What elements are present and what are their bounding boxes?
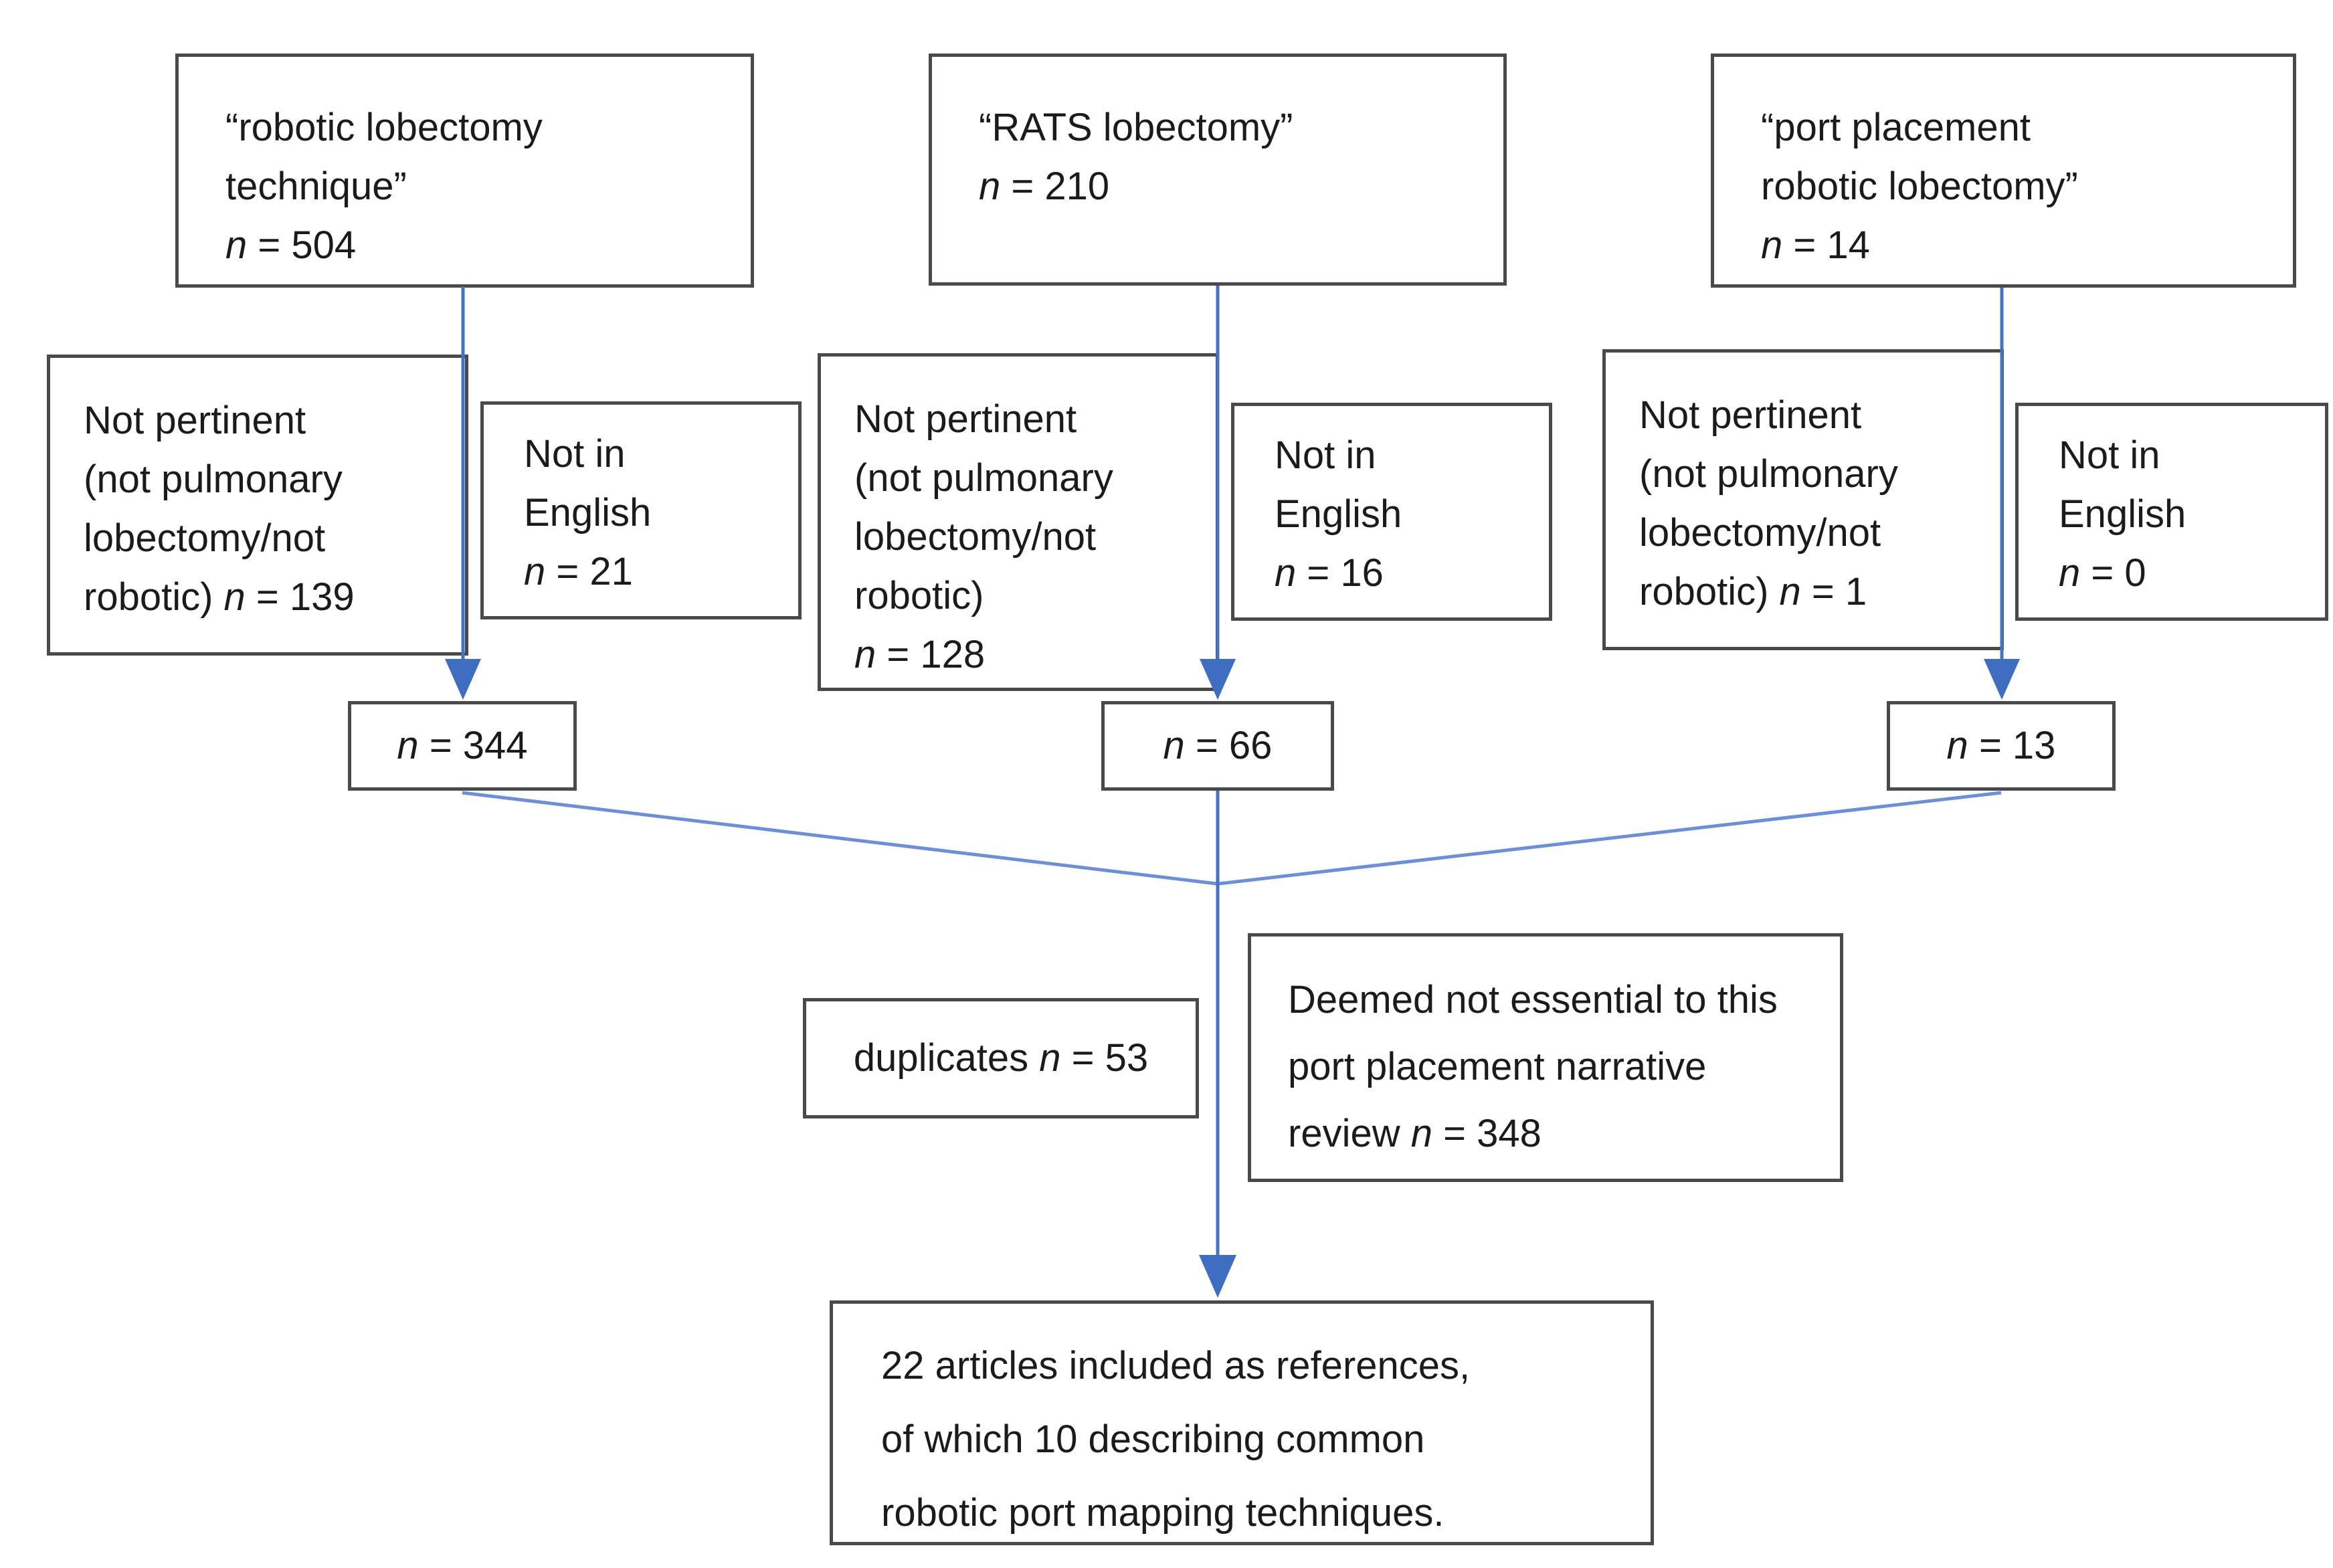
exclusion-text-line: (not pulmonary — [1639, 452, 1898, 496]
n-value: = 13 — [1978, 724, 2056, 767]
n-symbol: n — [225, 223, 248, 267]
exclusion-text-line: Not in — [524, 432, 626, 476]
exclusion-text-line: Not in — [1275, 433, 1376, 477]
exclusion-text-line: lobectomy/not — [854, 515, 1097, 559]
exclusion-count-line: n = 0 — [2059, 544, 2318, 603]
exclusion-text-line: (not pulmonary — [84, 458, 343, 501]
exclusion-count-line: robotic) n = 1 — [1639, 563, 1994, 621]
count-line: n = 66 — [1163, 716, 1273, 775]
count-box-n-344: n = 344 — [348, 701, 577, 791]
deemed-count-line: review n = 348 — [1288, 1100, 1833, 1167]
n-symbol: n — [1946, 724, 1968, 767]
exclusion-text-line: lobectomy/not — [84, 516, 326, 560]
deemed-text: review — [1288, 1112, 1400, 1155]
duplicates-label: duplicates — [853, 1036, 1029, 1080]
exclusion-text: robotic) — [84, 575, 213, 619]
search-box-port-placement-robotic-lobectomy: “port placement robotic lobectomy” n = 1… — [1711, 54, 2296, 288]
duplicates-line: duplicates n = 53 — [854, 1029, 1148, 1088]
n-value: = 504 — [258, 223, 357, 267]
search-term-line: “robotic lobectomy — [225, 106, 543, 149]
count-box-n-66: n = 66 — [1101, 701, 1334, 791]
n-value: = 21 — [556, 550, 633, 593]
n-value: = 0 — [2091, 551, 2146, 595]
n-value: = 344 — [429, 724, 528, 767]
exclusion-text-line: Not pertinent — [854, 397, 1077, 441]
arrowhead-final-icon — [1199, 1255, 1236, 1298]
n-value: = 14 — [1793, 223, 1870, 267]
n-symbol: n — [397, 724, 419, 767]
search-term-line: “RATS lobectomy” — [979, 106, 1293, 149]
exclusion-box-not-pertinent-3: Not pertinent (not pulmonary lobectomy/n… — [1602, 349, 2004, 650]
search-box-rats-lobectomy: “RATS lobectomy” n = 210 — [929, 54, 1507, 286]
exclusion-box-not-in-english-3: Not in English n = 0 — [2015, 403, 2328, 621]
deemed-text-line: port placement narrative — [1288, 1045, 1707, 1088]
count-line: n = 13 — [1947, 716, 2056, 775]
exclusion-box-not-pertinent-1: Not pertinent (not pulmonary lobectomy/n… — [47, 355, 468, 656]
included-text-line: of which 10 describing common — [881, 1417, 1425, 1461]
exclusion-text-line: Not pertinent — [84, 399, 306, 442]
exclusion-text-line: English — [2059, 492, 2186, 536]
exclusion-text-line: Not pertinent — [1639, 393, 1862, 437]
exclusion-count-line: robotic) n = 139 — [84, 568, 458, 627]
exclusion-count-line: n = 16 — [1275, 544, 1542, 603]
exclusion-text-line: robotic) — [854, 574, 984, 617]
exclusion-text-line: Not in — [2059, 433, 2160, 477]
n-symbol: n — [854, 633, 876, 676]
search-term-line: technique” — [225, 165, 407, 208]
count-line: n = 344 — [397, 716, 527, 775]
included-articles-box: 22 articles included as references, of w… — [830, 1300, 1654, 1545]
deemed-text-line: Deemed not essential to this — [1288, 978, 1778, 1021]
deemed-not-essential-box: Deemed not essential to this port placem… — [1248, 933, 1843, 1182]
n-symbol: n — [1761, 223, 1783, 267]
diagonal-line-from-n344 — [462, 791, 1217, 886]
n-value: = 53 — [1071, 1036, 1149, 1080]
n-value: = 139 — [256, 575, 355, 619]
n-value: = 348 — [1443, 1112, 1542, 1155]
exclusion-box-not-in-english-1: Not in English n = 21 — [480, 401, 802, 619]
n-symbol: n — [223, 575, 246, 619]
arrowhead-left-icon — [445, 659, 481, 700]
included-text-line: 22 articles included as references, — [881, 1344, 1471, 1387]
duplicates-box: duplicates n = 53 — [803, 998, 1199, 1118]
arrowhead-right-icon — [1984, 659, 2020, 700]
exclusion-count-line: n = 128 — [854, 625, 1209, 684]
n-value: = 16 — [1307, 551, 1384, 595]
n-symbol: n — [2059, 551, 2081, 595]
search-term-line: robotic lobectomy” — [1761, 165, 2078, 208]
exclusion-text-line: lobectomy/not — [1639, 511, 1881, 555]
exclusion-text-line: English — [524, 491, 652, 534]
result-count-line: n = 504 — [225, 216, 731, 275]
n-symbol: n — [524, 550, 546, 593]
exclusion-text: robotic) — [1639, 570, 1769, 613]
included-text-line: robotic port mapping techniques. — [881, 1491, 1444, 1535]
n-symbol: n — [1039, 1036, 1061, 1080]
n-value: = 210 — [1011, 165, 1110, 208]
exclusion-box-not-pertinent-2: Not pertinent (not pulmonary lobectomy/n… — [818, 353, 1219, 691]
n-value: = 1 — [1811, 570, 1867, 613]
n-symbol: n — [1779, 570, 1801, 613]
n-symbol: n — [979, 165, 1001, 208]
n-symbol: n — [1275, 551, 1297, 595]
count-box-n-13: n = 13 — [1887, 701, 2116, 791]
exclusion-text-line: (not pulmonary — [854, 456, 1113, 500]
result-count-line: n = 14 — [1761, 216, 2273, 275]
n-value: = 66 — [1195, 724, 1273, 767]
diagonal-line-from-n13 — [1218, 791, 2002, 886]
result-count-line: n = 210 — [979, 157, 1483, 216]
n-symbol: n — [1163, 724, 1185, 767]
n-symbol: n — [1410, 1112, 1432, 1155]
exclusion-text-line: English — [1275, 492, 1402, 536]
exclusion-count-line: n = 21 — [524, 543, 791, 601]
n-value: = 128 — [886, 633, 986, 676]
search-term-line: “port placement — [1761, 106, 2031, 149]
exclusion-box-not-in-english-2: Not in English n = 16 — [1231, 403, 1552, 621]
search-box-robotic-lobectomy-technique: “robotic lobectomy technique” n = 504 — [175, 54, 754, 288]
